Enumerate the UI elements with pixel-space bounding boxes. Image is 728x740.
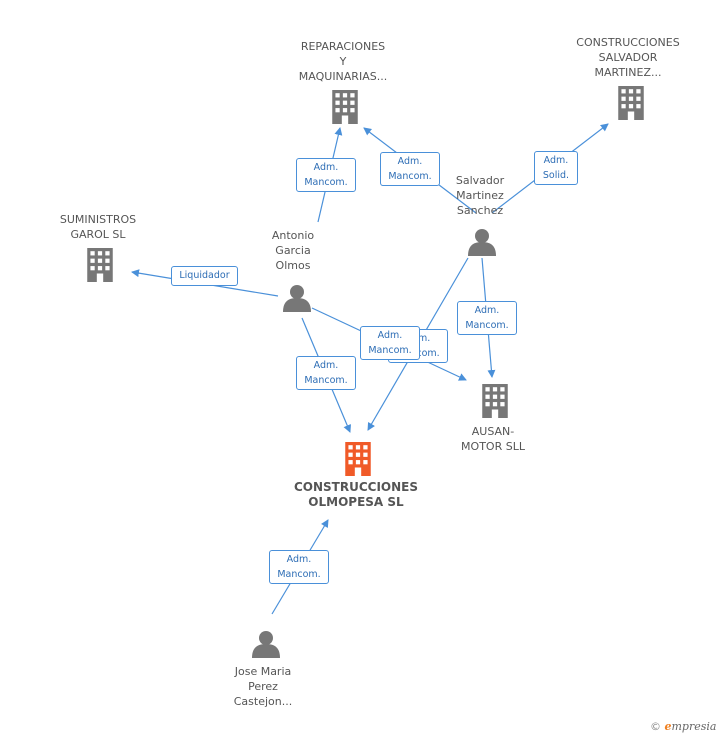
node-label-construcciones-salvador[interactable]: CONSTRUCCIONES SALVADOR MARTINEZ... [576,36,680,79]
edge-label-salvador-ausan: Adm. Mancom. [457,301,517,335]
node-label-ausan[interactable]: AUSAN- MOTOR SLL [461,425,525,453]
brand-e: e [664,720,672,733]
edge-label-antonio-suministros: Liquidador [171,266,238,286]
node-label-suministros[interactable]: SUMINISTROS GAROL SL [59,213,137,241]
copyright-icon: © [650,720,661,733]
node-label-olmopesa[interactable]: CONSTRUCCIONES OLMOPESA SL [293,480,419,509]
brand-name: mpresia [671,720,717,733]
node-label-reparaciones[interactable]: REPARACIONES Y MAQUINARIAS... [298,40,388,83]
building-icon [332,90,358,124]
building-icon [87,248,113,282]
edge-label-salvador-construcciones: Adm. Solid. [534,151,578,185]
building-icon [482,384,508,418]
brand-logo: © empresia [650,720,716,733]
edge-label-antonio-ausan: Adm. Mancom. [360,326,420,360]
building-icon-main [345,442,371,476]
edge-label-salvador-reparaciones: Adm. Mancom. [380,152,440,186]
edge-label-antonio-olmopesa: Adm. Mancom. [296,356,356,390]
person-icon [283,285,311,312]
node-label-jose[interactable]: Jose Maria Perez Castejon... [233,665,293,708]
edge-label-jose-olmopesa: Adm. Mancom. [269,550,329,584]
person-icon [252,631,280,658]
edge-label-antonio-reparaciones: Adm. Mancom. [296,158,356,192]
node-label-antonio[interactable]: Antonio Garcia Olmos [271,229,315,272]
node-label-salvador[interactable]: Salvador Martinez Sanchez [455,174,505,217]
building-icon [618,86,644,120]
person-icon [468,229,496,256]
